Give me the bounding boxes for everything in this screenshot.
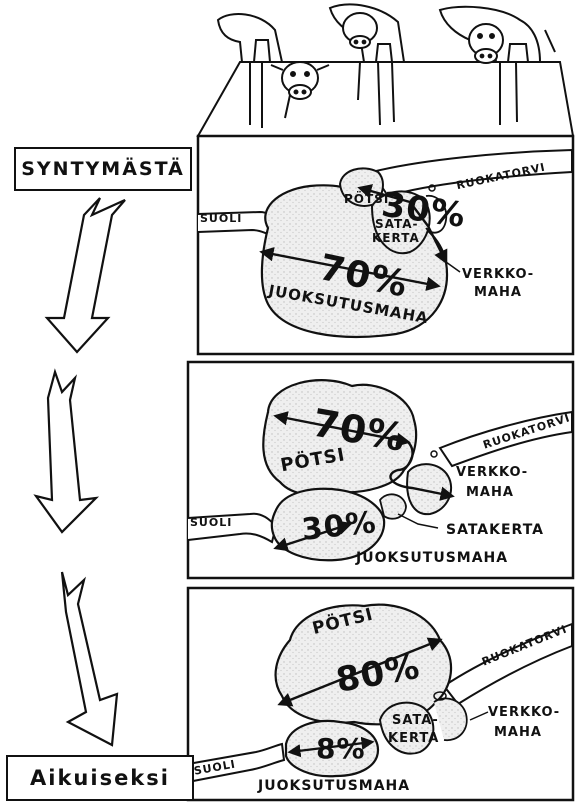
stage-panel-1: 30% 70% PÖTSI SATA- KERTA VERKKO- MAHA J… (198, 136, 573, 354)
stage2-label-omasum: SATAKERTA (446, 522, 544, 538)
stage2-label-abomasum: JUOKSUTUSMAHA (355, 550, 508, 566)
stage1-label-omasum-1: SATA- (375, 217, 419, 231)
stage1-label-intestine: SUOLI (200, 212, 242, 225)
stage-panel-3: 80% 8% PÖTSI SATA- KERTA VERKKO- MAHA JU… (188, 588, 573, 800)
stage3-percent-abomasum: 8% (316, 732, 366, 765)
stage3-label-reticulum-2: MAHA (494, 725, 542, 740)
stage1-label-reticulum-2: MAHA (474, 285, 522, 300)
stage1-label-reticulum-1: VERKKO- (462, 267, 534, 282)
stage2-label-intestine: SUOLI (190, 516, 232, 529)
label-to-adulthood: Aikuiseksi (6, 755, 194, 801)
down-arrow-3 (62, 572, 117, 745)
stage2-label-reticulum-1: VERKKO- (456, 465, 528, 480)
stage3-label-abomasum: JUOKSUTUSMAHA (257, 778, 410, 794)
stage-panel-2: 70% 30% PÖTSI VERKKO- MAHA SATAKERTA JUO… (188, 362, 573, 578)
stage3-label-omasum-1: SATA- (392, 713, 439, 728)
stage1-label-omasum-2: KERTA (372, 231, 420, 245)
stage3-label-reticulum-1: VERKKO- (488, 705, 560, 720)
stage1-label-rumen: PÖTSI (344, 191, 389, 206)
stage2-label-reticulum-2: MAHA (466, 485, 514, 500)
down-arrow-1 (47, 198, 125, 352)
stage3-label-omasum-2: KERTA (388, 731, 439, 746)
label-from-birth: SYNTYMÄSTÄ (14, 147, 192, 191)
cows-illustration (198, 4, 573, 136)
down-arrow-2 (36, 372, 96, 532)
